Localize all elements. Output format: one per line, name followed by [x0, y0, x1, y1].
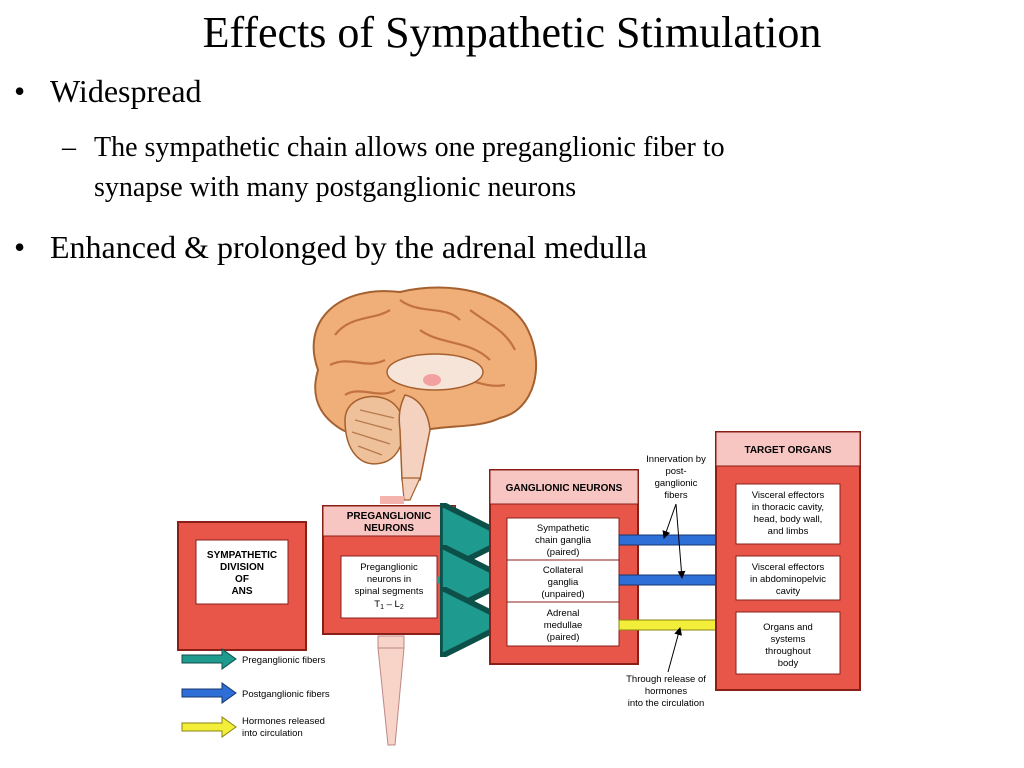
preganglionic-header-2: NEURONS — [364, 523, 414, 534]
bullet-mark: • — [14, 73, 26, 109]
target-organs-box: TARGET ORGANS Visceral effectors in thor… — [715, 431, 861, 691]
target-item-3-line-2: systems — [771, 634, 806, 645]
preganglionic-neurons-box: PREGANGLIONIC NEURONS Preganglionic neur… — [322, 505, 456, 635]
ganglia-item-1-line-1: Sympathetic — [537, 523, 590, 534]
target-item-1-line-3: head, body wall, — [754, 514, 823, 525]
ganglionic-header: GANGLIONIC NEURONS — [506, 483, 623, 494]
target-item-2-line-1: Visceral effectors — [752, 562, 825, 573]
target-item-3-line-4: body — [778, 658, 799, 669]
target-header: TARGET ORGANS — [744, 445, 831, 456]
ganglionic-neurons-box: GANGLIONIC NEURONS Sympathetic chain gan… — [489, 469, 639, 665]
ganglia-item-1-line-3: (paired) — [547, 547, 580, 558]
legend-label-hormones-2: into circulation — [242, 728, 303, 739]
sub-bullet-line-2: synapse with many postganglionic neurons — [94, 172, 577, 203]
preganglionic-body-2: neurons in — [367, 574, 411, 585]
division-line-4: ANS — [231, 586, 252, 597]
innervation-note: Innervation by post- ganglionic fibers — [646, 454, 706, 579]
target-item-3-line-1: Organs and — [763, 622, 813, 633]
legend-label-postganglionic: Postganglionic fibers — [242, 689, 330, 700]
division-line-2: DIVISION — [220, 562, 264, 573]
ganglia-item-2-line-2: ganglia — [548, 577, 579, 588]
preganglionic-segments: T1 – L2 — [374, 599, 404, 611]
innervation-line-4: fibers — [664, 490, 687, 501]
preganglionic-body-3: spinal segments — [355, 586, 424, 597]
target-item-2-line-3: cavity — [776, 586, 801, 597]
legend-preganglionic: Preganglionic fibers — [181, 648, 326, 670]
ganglia-item-1-line-2: chain ganglia — [535, 535, 592, 546]
innervation-line-2: post- — [665, 466, 686, 477]
division-line-3: OF — [235, 574, 249, 585]
ganglia-item-3-line-1: Adrenal — [547, 608, 580, 619]
target-item-1-line-1: Visceral effectors — [752, 490, 825, 501]
target-item-1-line-4: and limbs — [768, 526, 809, 537]
preganglionic-body-1: Preganglionic — [360, 562, 418, 573]
legend-label-preganglionic: Preganglionic fibers — [242, 655, 326, 666]
target-item-2-line-2: in abdominopelvic — [750, 574, 826, 585]
ganglia-item-2-line-3: (unpaired) — [541, 589, 584, 600]
preganglionic-header-1: PREGANGLIONIC — [347, 511, 431, 522]
innervation-line-1: Innervation by — [646, 454, 706, 465]
bullet-text: Widespread — [50, 73, 202, 109]
legend-hormones: Hormones released into circulation — [181, 716, 325, 739]
ganglia-item-3-line-3: (paired) — [547, 632, 580, 643]
hormones-line-1: Through release of — [626, 674, 706, 685]
hormones-line-2: hormones — [645, 686, 687, 697]
sub-bullet-line-1: The sympathetic chain allows one pregang… — [94, 132, 725, 163]
hormones-note: Through release of hormones into the cir… — [626, 627, 706, 709]
legend-postganglionic: Postganglionic fibers — [181, 682, 330, 704]
ganglia-item-3-line-2: medullae — [544, 620, 583, 631]
target-item-1-line-2: in thoracic cavity, — [752, 502, 824, 513]
division-line-1: SYMPATHETIC — [207, 550, 277, 561]
sympathetic-division-box: SYMPATHETIC DIVISION OF ANS — [177, 521, 307, 651]
ganglia-item-2-line-1: Collateral — [543, 565, 583, 576]
brain-illustration — [312, 286, 537, 746]
bullet-mark: • — [14, 229, 26, 265]
dash-mark: – — [62, 132, 76, 163]
legend: Preganglionic fibers Postganglionic fibe… — [181, 648, 330, 739]
target-item-3-line-3: throughout — [765, 646, 811, 657]
sub-bullet-sympathetic-chain: – The sympathetic chain allows one prega… — [62, 128, 962, 210]
hormones-line-3: into the circulation — [628, 698, 705, 709]
innervation-line-3: ganglionic — [655, 478, 698, 489]
bullet-text: Enhanced & prolonged by the adrenal medu… — [50, 229, 648, 265]
slide-title: Effects of Sympathetic Stimulation — [202, 8, 822, 57]
legend-label-hormones-1: Hormones released — [242, 716, 325, 727]
